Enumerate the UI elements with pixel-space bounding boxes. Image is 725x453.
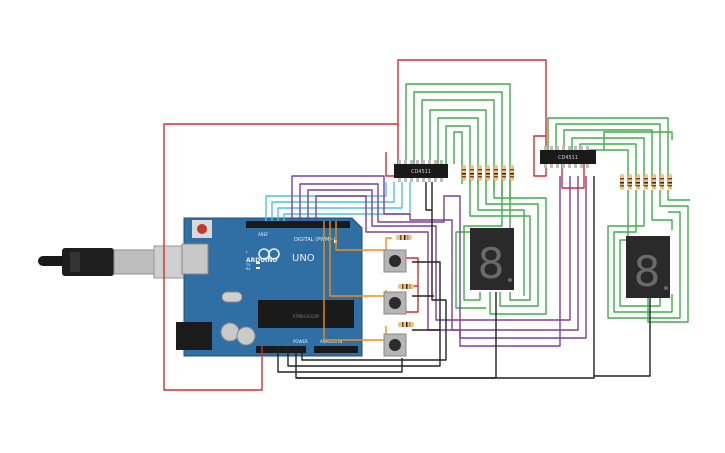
wire-green[interactable] xyxy=(555,123,661,186)
wire-orange[interactable] xyxy=(323,221,387,341)
rx-led xyxy=(256,267,260,269)
wire-green[interactable] xyxy=(603,131,673,150)
decimal-point xyxy=(664,286,668,290)
arduino-logo: ARDUINO xyxy=(246,257,277,264)
arduino-board[interactable]: ATMEGA328P AREF DIGITAL (PWM~) ARDUINO U… xyxy=(176,217,363,357)
wire-black[interactable] xyxy=(412,295,440,331)
arduino-infinity-logo xyxy=(258,248,280,260)
resistor-bank-2 xyxy=(620,174,672,190)
wire-purple[interactable] xyxy=(315,176,579,331)
wire-green[interactable] xyxy=(588,149,629,186)
wire-purple[interactable] xyxy=(307,176,571,321)
chip-2-label: CD4511 xyxy=(558,155,578,161)
resistor-bank-1 xyxy=(462,165,514,181)
wire-black-gnd[interactable] xyxy=(296,292,497,379)
l-led-label: L xyxy=(246,250,248,254)
microcontroller-chip xyxy=(258,300,354,328)
wire-cyan[interactable] xyxy=(277,182,403,221)
decimal-point xyxy=(508,278,512,282)
digital-header[interactable] xyxy=(246,221,350,228)
wire-green[interactable] xyxy=(421,99,495,190)
seven-segment-display-2[interactable]: 8 xyxy=(626,236,670,298)
wire-green[interactable] xyxy=(547,117,669,186)
seven-segment-display-1[interactable]: 8 xyxy=(470,228,514,290)
rx-label: RX xyxy=(246,267,251,271)
wire-black[interactable] xyxy=(425,182,432,211)
tx-led xyxy=(256,262,260,264)
wires xyxy=(163,59,690,391)
wire-green[interactable] xyxy=(477,180,525,296)
wire-green[interactable] xyxy=(651,190,673,230)
wire-cyan[interactable] xyxy=(271,182,395,221)
wire-green[interactable] xyxy=(445,125,471,184)
display-2-digit: 8 xyxy=(634,247,661,296)
digital-label: DIGITAL (PWM~) xyxy=(294,237,336,243)
wire-green[interactable] xyxy=(405,83,511,200)
wire-green[interactable] xyxy=(571,137,645,186)
wire-red-5v[interactable] xyxy=(163,123,399,391)
aref-label: AREF xyxy=(258,232,269,237)
wire-green[interactable] xyxy=(455,180,511,309)
wire-green[interactable] xyxy=(469,180,531,301)
wire-green[interactable] xyxy=(485,180,539,307)
wire-green[interactable] xyxy=(429,109,487,184)
button-resistors xyxy=(396,235,414,327)
uno-label: UNO xyxy=(292,253,315,264)
push-button-3[interactable] xyxy=(383,333,407,357)
wire-green[interactable] xyxy=(463,180,503,301)
analog-label: ANALOG IN xyxy=(320,339,342,344)
wire-green[interactable] xyxy=(613,190,673,313)
push-button-2[interactable] xyxy=(383,291,407,315)
display-1-digit: 8 xyxy=(478,239,505,288)
wire-purple[interactable] xyxy=(291,175,561,347)
wire-green[interactable] xyxy=(563,129,653,186)
wire-black-gnd[interactable] xyxy=(287,261,441,367)
power-jack xyxy=(176,322,212,350)
decoder-chip-2[interactable]: CD4511 xyxy=(540,146,596,168)
capacitor xyxy=(220,322,240,342)
wire-green[interactable] xyxy=(489,180,547,315)
wire-green[interactable] xyxy=(453,131,463,184)
wire-green[interactable] xyxy=(437,117,479,184)
wire-purple[interactable] xyxy=(299,183,452,223)
wire-green[interactable] xyxy=(667,190,690,201)
wire-green[interactable] xyxy=(607,190,681,319)
power-header[interactable] xyxy=(256,346,306,353)
decoder-chip-1[interactable]: CD4511 xyxy=(394,160,448,182)
wire-green[interactable] xyxy=(647,190,689,323)
wire-red-vcc[interactable] xyxy=(397,59,547,177)
chip-1-label: CD4511 xyxy=(411,169,431,175)
wire-black-gnd[interactable] xyxy=(277,346,403,373)
usb-jack xyxy=(181,243,209,275)
tx-label: TX xyxy=(245,263,251,267)
wire-cyan[interactable] xyxy=(283,182,411,221)
crystal xyxy=(221,291,243,303)
capacitor xyxy=(236,326,256,346)
analog-header[interactable] xyxy=(314,346,358,353)
chip-label: ATMEGA328P xyxy=(293,314,320,319)
power-label: POWER xyxy=(293,339,308,344)
wire-purple[interactable] xyxy=(452,176,587,339)
wire-black-gnd[interactable] xyxy=(594,294,651,377)
wire-black-gnd[interactable] xyxy=(301,182,447,361)
push-button-1[interactable] xyxy=(383,249,407,273)
reset-button-cap[interactable] xyxy=(197,224,207,234)
wire-green[interactable] xyxy=(413,91,503,196)
usb-cable xyxy=(38,245,189,279)
